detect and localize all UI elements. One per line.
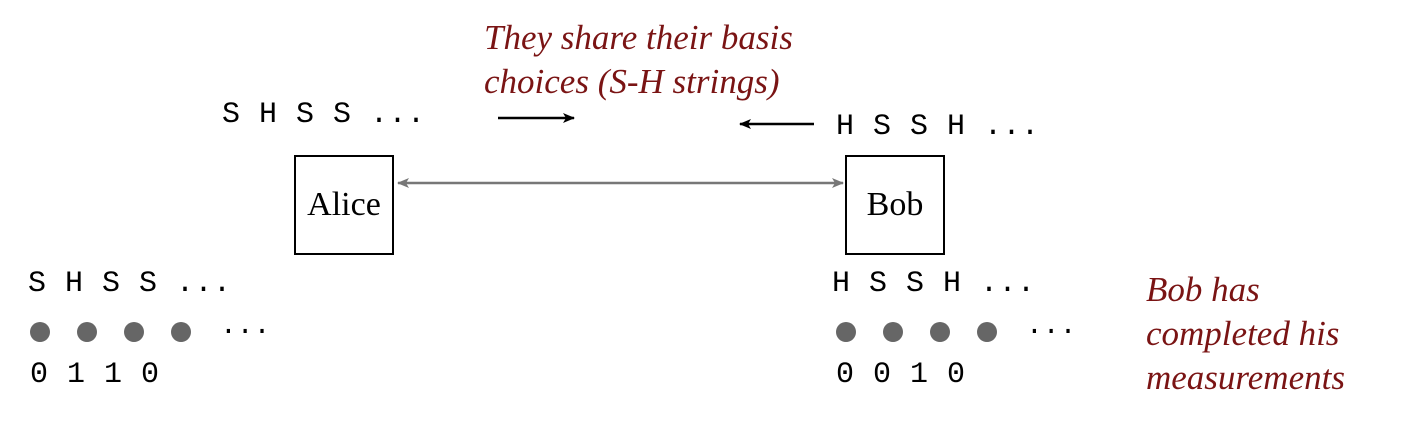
alice-label: Alice: [307, 186, 381, 223]
bob-shared-string: H S S H ...: [836, 110, 1040, 144]
alice-dots-row: ...: [30, 311, 270, 347]
side-note: Bob has completed his measurements: [1146, 268, 1345, 400]
alice-bits: 0 1 1 0: [30, 358, 160, 392]
bob-dot: [977, 321, 997, 342]
alice-basis-string: S H S S ...: [28, 267, 232, 301]
bob-dot: [883, 321, 903, 342]
bob-dots-row: ...: [836, 311, 1076, 347]
top-note: They share their basis choices (S-H stri…: [484, 16, 793, 104]
bob-label: Bob: [866, 186, 924, 223]
bob-dots-ellipsis: ...: [1026, 311, 1077, 342]
side-note-line1: Bob has: [1146, 270, 1260, 309]
alice-shared-string: S H S S ...: [222, 98, 426, 132]
alice-dots-ellipsis: ...: [220, 311, 271, 342]
bob-box: Bob: [845, 155, 945, 255]
bob-dot: [930, 321, 950, 342]
side-note-line2: completed his: [1146, 314, 1340, 353]
alice-dot: [30, 321, 50, 342]
alice-box: Alice: [294, 155, 394, 255]
top-note-line1: They share their basis: [484, 18, 793, 57]
top-note-line2: choices (S-H strings): [484, 62, 780, 101]
bob-basis-string: H S S H ...: [832, 267, 1036, 301]
side-note-line3: measurements: [1146, 358, 1345, 397]
alice-dot: [171, 321, 191, 342]
bob-dot: [836, 321, 856, 342]
alice-dot: [77, 321, 97, 342]
bob-bits: 0 0 1 0: [836, 358, 966, 392]
alice-dot: [124, 321, 144, 342]
